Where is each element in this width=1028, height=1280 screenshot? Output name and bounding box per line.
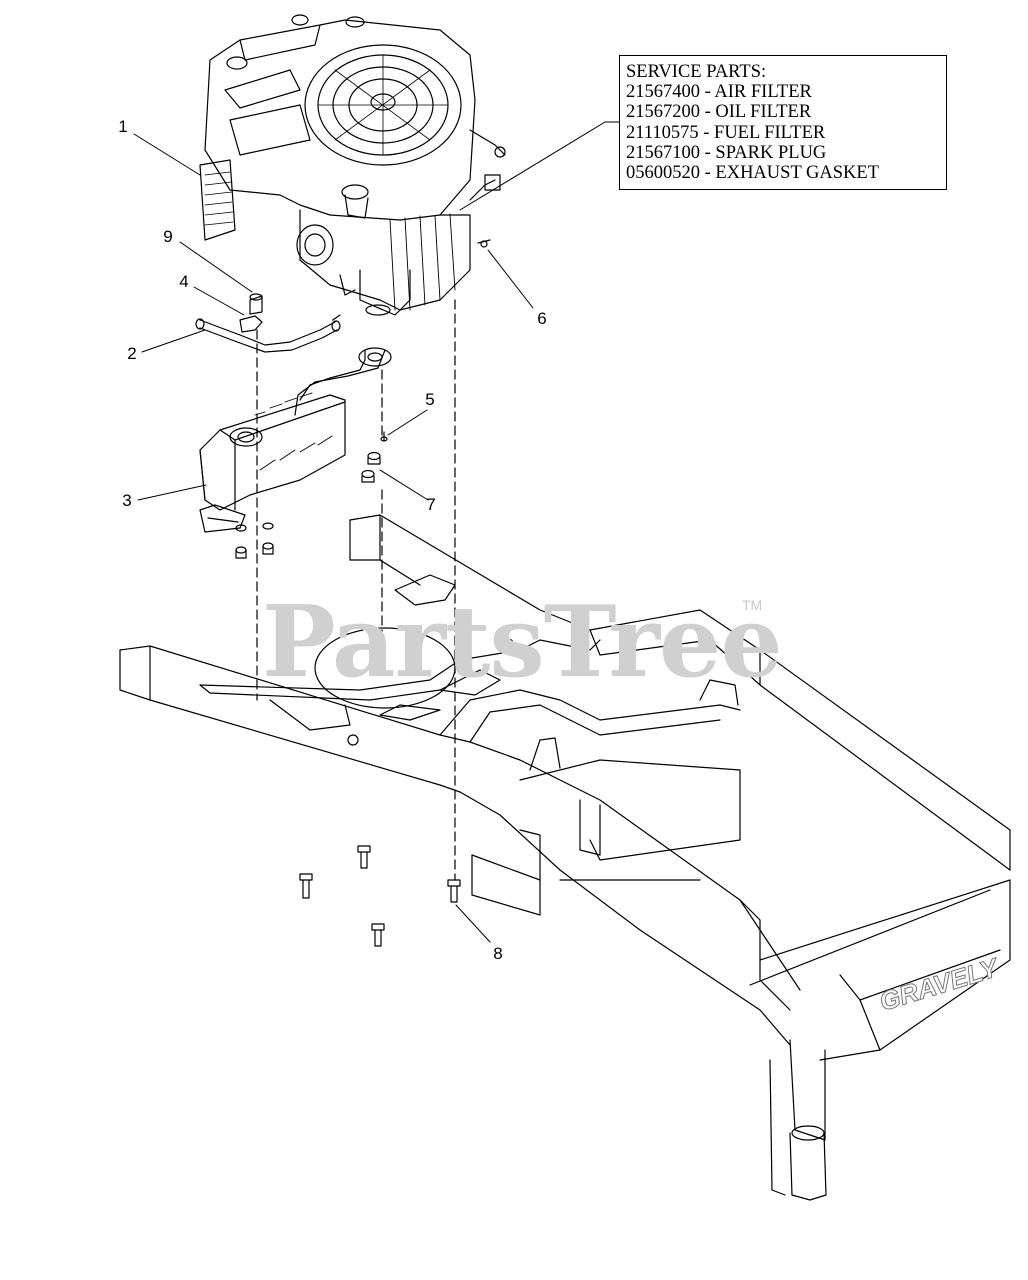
service-part-exhaust-gasket: 05600520 - EXHAUST GASKET bbox=[626, 163, 880, 184]
service-part-oil-filter: 21567200 - OIL FILTER bbox=[626, 102, 812, 123]
hardware-nuts bbox=[235, 239, 491, 559]
callout-8: 8 bbox=[493, 944, 503, 963]
hose-clamp bbox=[239, 293, 263, 333]
callout-2: 2 bbox=[127, 344, 137, 363]
muffler bbox=[199, 347, 392, 533]
callout-9: 9 bbox=[163, 227, 173, 246]
engine bbox=[199, 14, 506, 316]
service-part-air-filter: 21567400 - AIR FILTER bbox=[626, 82, 812, 103]
service-parts-box: SERVICE PARTS: 21567400 - AIR FILTER 215… bbox=[619, 55, 947, 190]
callout-1: 1 bbox=[118, 117, 128, 136]
callout-4: 4 bbox=[179, 272, 189, 291]
watermark-tm: TM bbox=[742, 597, 763, 613]
service-part-fuel-filter: 21110575 - FUEL FILTER bbox=[626, 122, 826, 143]
alignment-lines bbox=[256, 299, 456, 881]
service-part-spark-plug: 21567100 - SPARK PLUG bbox=[626, 142, 827, 163]
callout-6: 6 bbox=[537, 309, 547, 328]
service-parts-title: SERVICE PARTS: bbox=[626, 62, 767, 82]
fuel-line bbox=[195, 318, 341, 353]
mounting-bolts bbox=[299, 845, 461, 947]
watermark: PartsTree bbox=[262, 585, 783, 700]
callout-5: 5 bbox=[425, 390, 435, 409]
callout-7: 7 bbox=[426, 495, 436, 514]
callout-3: 3 bbox=[122, 491, 132, 510]
leader-lines bbox=[133, 121, 620, 943]
